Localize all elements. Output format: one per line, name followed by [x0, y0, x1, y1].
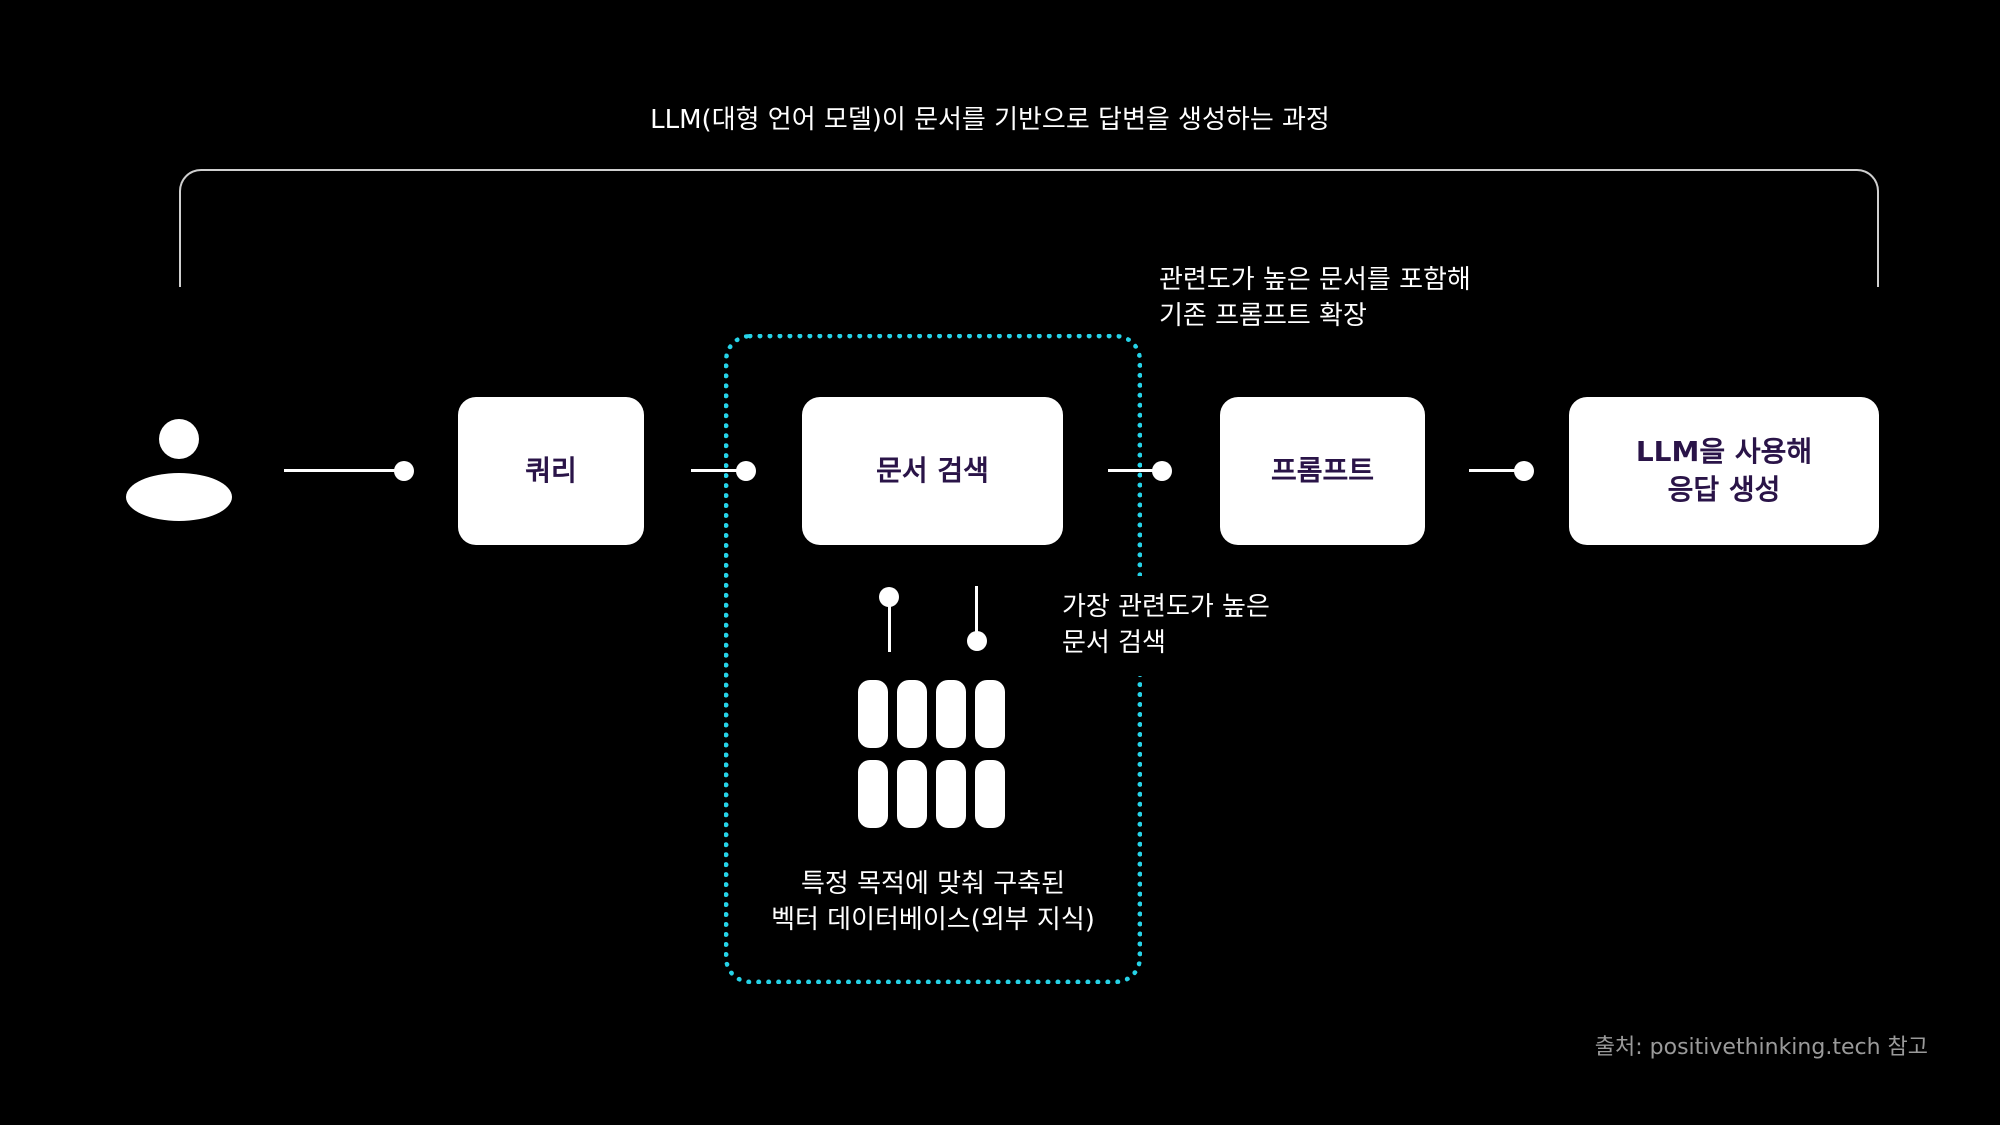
- source-credit: 출처: positivethinking.tech 참고: [1594, 1035, 1928, 1060]
- database-cell: [975, 760, 1005, 828]
- database-cell: [858, 760, 888, 828]
- connector-dot: [1514, 461, 1534, 481]
- search-annotation-line2: 문서 검색: [1062, 628, 1166, 658]
- database-cell: [936, 680, 966, 748]
- process-bracket: [179, 169, 1879, 287]
- retrieval-line-down: [975, 586, 978, 636]
- llm-label-line2: 응답 생성: [1667, 473, 1781, 506]
- retrieval-dot-down: [967, 631, 987, 651]
- llm-label-line1: LLM을 사용해: [1635, 435, 1813, 468]
- connector-query-search: [691, 469, 746, 472]
- person-icon: [125, 418, 233, 522]
- llm-node: LLM을 사용해 응답 생성: [1569, 397, 1879, 545]
- database-caption-line2: 벡터 데이터베이스(외부 지식): [771, 905, 1095, 935]
- database-cell: [858, 680, 888, 748]
- annotation-gap: [1128, 576, 1158, 676]
- database-cell: [897, 760, 927, 828]
- query-node: 쿼리: [458, 397, 644, 545]
- connector-prompt-llm: [1469, 469, 1524, 472]
- search-annotation: 가장 관련도가 높은 문서 검색: [1062, 589, 1270, 661]
- retrieval-dot-up: [879, 587, 899, 607]
- expand-annotation-line2: 기존 프롬프트 확장: [1159, 301, 1367, 331]
- expand-annotation-line1: 관련도가 높은 문서를 포함해: [1159, 265, 1471, 295]
- database-caption-line1: 특정 목적에 맞춰 구축된: [801, 869, 1065, 899]
- connector-dot: [736, 461, 756, 481]
- database-cell: [897, 680, 927, 748]
- query-label: 쿼리: [525, 454, 577, 487]
- doc-search-node: 문서 검색: [802, 397, 1063, 545]
- database-icon: [858, 680, 1006, 828]
- database-cell: [975, 680, 1005, 748]
- connector-dot: [1152, 461, 1172, 481]
- prompt-label: 프롬프트: [1270, 454, 1375, 487]
- connector-search-prompt: [1108, 469, 1162, 472]
- connector-dot: [394, 461, 414, 481]
- search-annotation-line1: 가장 관련도가 높은: [1062, 592, 1270, 622]
- doc-search-label: 문서 검색: [876, 454, 989, 487]
- prompt-node: 프롬프트: [1220, 397, 1425, 545]
- connector-user-query: [284, 469, 404, 472]
- expand-annotation: 관련도가 높은 문서를 포함해 기존 프롬프트 확장: [1159, 262, 1471, 334]
- database-cell: [936, 760, 966, 828]
- database-caption: 특정 목적에 맞춰 구축된 벡터 데이터베이스(외부 지식): [732, 866, 1134, 938]
- retrieval-line-up: [888, 600, 891, 652]
- diagram-title: LLM(대형 언어 모델)이 문서를 기반으로 답변을 생성하는 과정: [650, 105, 1330, 135]
